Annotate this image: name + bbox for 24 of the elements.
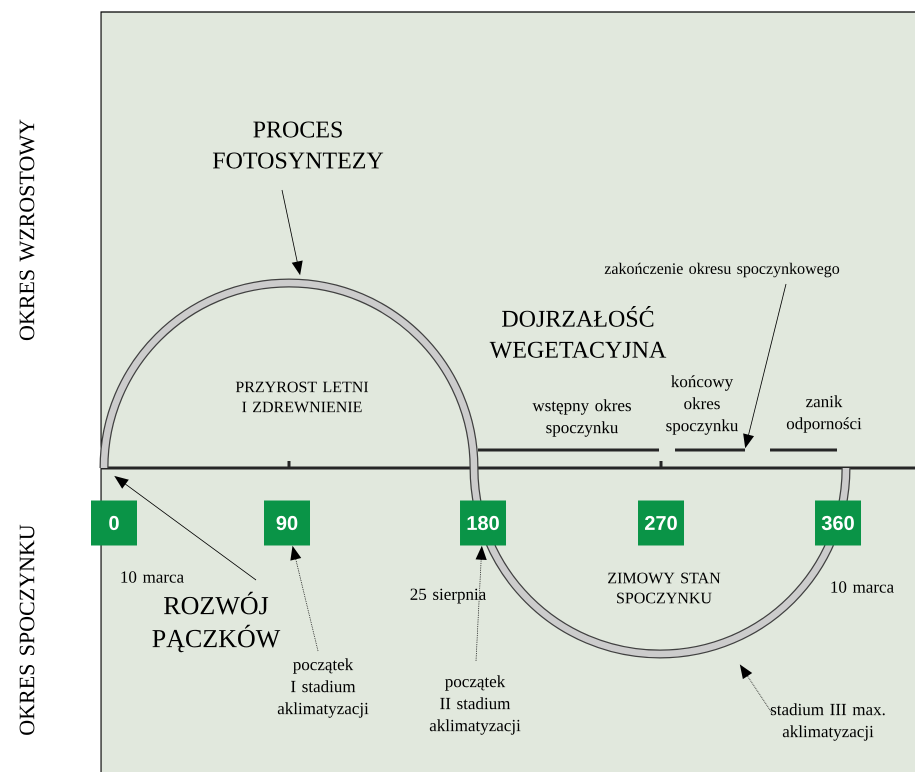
cycle-arc [100, 278, 478, 468]
period-label: 10 marca [831, 581, 894, 593]
axis-label: OKRES SPOCZYNKU [20, 524, 34, 735]
callout-text: PROCES FOTOSYNTEZY [212, 121, 384, 169]
period-bar [478, 448, 659, 452]
period-label: 25 sierpnia [410, 588, 486, 604]
axis-label: OKRES WZROSTOWY [20, 120, 34, 340]
day-number-box: 180 [460, 500, 506, 546]
callout-text: zakończenie okresu spoczynkowego [604, 262, 840, 278]
callout-text: stadium III max. aklimatyzacji [770, 703, 885, 741]
period-label: wstępny okres spoczynku [532, 399, 631, 437]
period-label: 10 marca [121, 571, 184, 583]
callout-text: ROZWÓJ PĄCZKÓW [152, 592, 280, 652]
period-label: końcowy okres spoczynku [666, 375, 738, 435]
day-number-box: 360 [815, 500, 861, 546]
period-label: PRZYROST LETNI I ZDREWNIENIE [236, 382, 368, 412]
callout-text: początek II stadium aklimatyzacji [430, 675, 520, 735]
callout-text: początek I stadium aklimatyzacji [278, 658, 368, 718]
period-bar [770, 448, 837, 452]
period-label: zanik odporności [786, 395, 862, 433]
period-label: ZIMOWY STAN SPOCZYNKU [608, 572, 720, 604]
day-number-box: 0 [91, 500, 137, 546]
period-bar [675, 448, 745, 452]
day-number-box: 90 [264, 500, 310, 546]
